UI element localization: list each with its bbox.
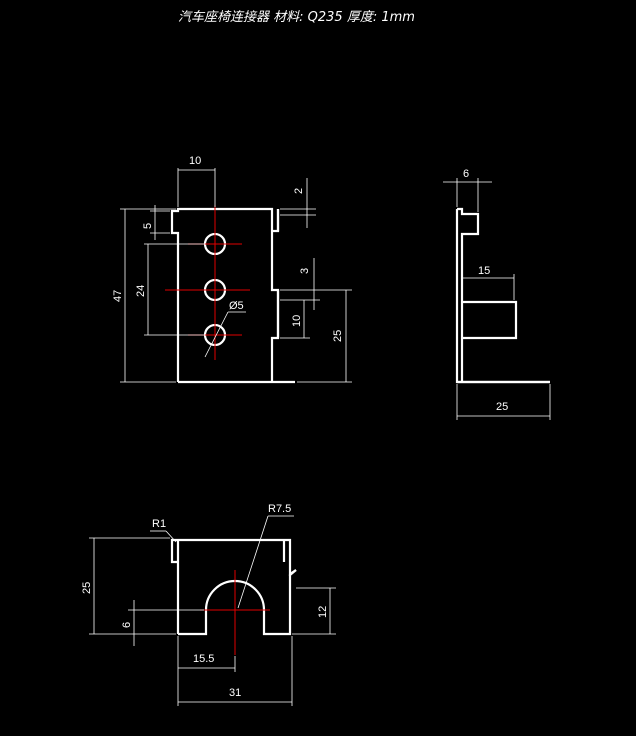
dim-radius-r1: R1	[152, 518, 166, 530]
dim-height-6: 6	[121, 622, 133, 628]
side-view-outline	[455, 207, 550, 384]
dim-height-2: 2	[293, 188, 305, 194]
dim-width-31: 31	[229, 687, 241, 699]
dim-height-25: 25	[332, 330, 344, 342]
dim-height-12: 12	[317, 606, 329, 618]
dim-width-15-5: 15.5	[193, 653, 214, 665]
dim-radius-r7-5: R7.5	[268, 503, 291, 515]
dim-width-6: 6	[463, 168, 469, 180]
side-view: 6 15 25	[443, 168, 551, 420]
dim-height-10: 10	[291, 315, 303, 327]
dim-width-25: 25	[496, 401, 508, 413]
front-view-outline	[170, 207, 295, 384]
dim-height-24: 24	[135, 285, 147, 297]
dim-height-47: 47	[112, 290, 124, 302]
dim-height-3: 3	[299, 268, 311, 274]
dim-width-15: 15	[478, 265, 490, 277]
bottom-view: R1 R7.5 25 6 12 15.5 31	[81, 503, 336, 706]
dim-height-5: 5	[142, 223, 154, 229]
drawing-title: 汽车座椅连接器 材料: Q235 厚度: 1mm	[178, 10, 415, 25]
dim-width-10: 10	[189, 155, 201, 167]
dim-height-25-bottom: 25	[81, 582, 93, 594]
dim-diameter-5: Ø5	[229, 300, 244, 312]
front-view: 10 2 5 47 24 3 10 25	[112, 155, 352, 384]
bottom-view-outline	[170, 538, 297, 636]
